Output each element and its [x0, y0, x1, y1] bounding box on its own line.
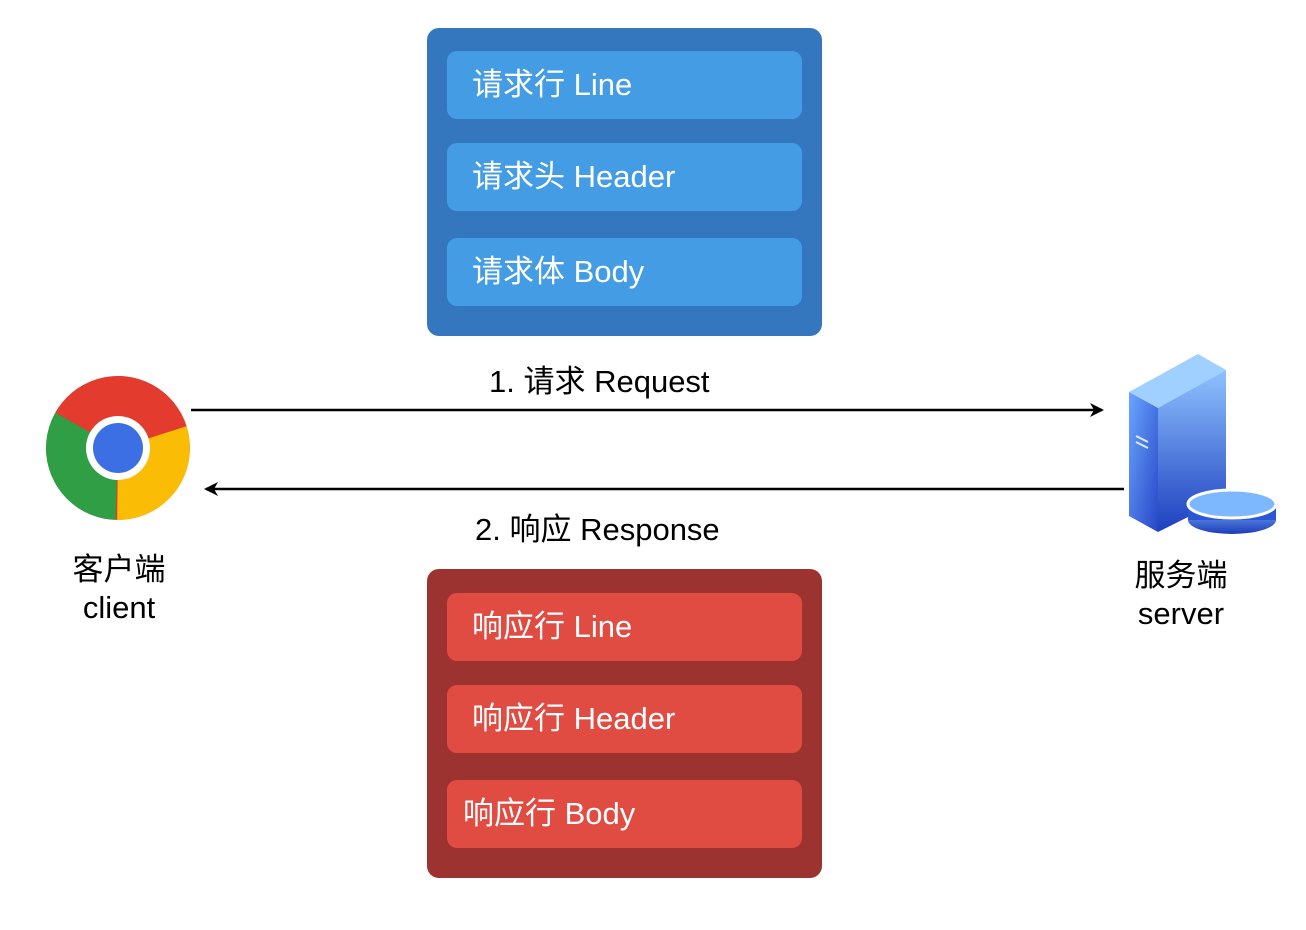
server-sub: server	[1137, 596, 1225, 631]
response-panel: 响应行 Line 响应行 Header 响应行 Body	[427, 569, 822, 878]
response-header-row: 响应行 Header	[447, 685, 802, 753]
response-line-row: 响应行 Line	[447, 593, 802, 661]
client-label: 客户端 client	[19, 551, 219, 627]
response-arrow-label: 2. 响应 Response	[475, 512, 720, 547]
request-arrow-label: 1. 请求 Request	[489, 364, 710, 399]
client-name: 客户端	[72, 552, 166, 587]
server-database-icon	[1126, 352, 1278, 537]
request-panel: 请求行 Line 请求头 Header 请求体 Body	[427, 28, 822, 336]
server-name: 服务端	[1134, 558, 1228, 593]
request-body-row: 请求体 Body	[447, 238, 802, 306]
chrome-browser-icon	[45, 375, 191, 521]
server-label: 服务端 server	[1081, 557, 1281, 633]
request-header-row: 请求头 Header	[447, 143, 802, 211]
request-line-row: 请求行 Line	[447, 51, 802, 119]
client-sub: client	[82, 590, 156, 625]
response-body-row: 响应行 Body	[447, 780, 802, 848]
